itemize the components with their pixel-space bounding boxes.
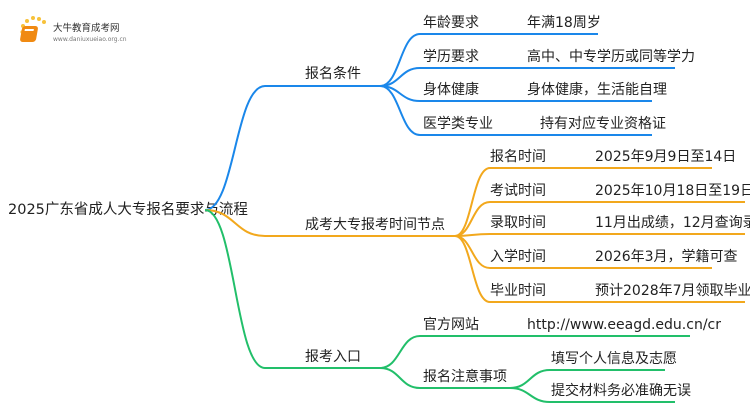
node-value: 身体健康，生活能自理 (527, 81, 667, 98)
node-value: 年满18周岁 (527, 15, 601, 31)
node-value: 提交材料务必准确无误 (551, 382, 691, 399)
book-icon (20, 16, 46, 42)
node-value[interactable]: http://www.eeagd.edu.cn/cr (527, 317, 721, 333)
watermark-url: www.daniuxueiao.org.cn (53, 36, 127, 43)
node-label: 毕业时间 (490, 283, 546, 299)
node-value: 高中、中专学历或同等学力 (527, 48, 695, 65)
branch-label: 报名条件 (305, 65, 361, 82)
node-label: 录取时间 (490, 215, 546, 231)
node-label: 报名注意事项 (423, 368, 507, 385)
node-label: 报名时间 (490, 149, 546, 165)
node-label: 身体健康 (423, 81, 479, 98)
node-label: 官方网站 (423, 317, 479, 333)
watermark-title: 大牛教育成考网 (53, 22, 120, 34)
watermark-logo: 大牛教育成考网 www.daniuxueiao.org.cn (20, 16, 127, 43)
root-topic: 2025广东省成人大专报名要求与流程 (8, 201, 248, 218)
node-value: 11月出成绩，12月查询录取 (595, 215, 750, 231)
node-value: 2025年9月9日至14日 (595, 149, 736, 165)
branch-label: 成考大专报考时间节点 (305, 217, 445, 233)
node-value: 2025年10月18日至19日 (595, 183, 750, 199)
node-label: 入学时间 (490, 249, 546, 265)
node-value: 持有对应专业资格证 (540, 115, 666, 132)
node-label: 医学类专业 (423, 116, 493, 132)
node-label: 考试时间 (490, 183, 546, 199)
node-label: 学历要求 (423, 49, 479, 65)
node-value: 预计2028年7月领取毕业证 (595, 283, 750, 299)
node-value: 2026年3月，学籍可查 (595, 248, 738, 265)
branch-label: 报考入口 (305, 349, 361, 365)
node-value: 填写个人信息及志愿 (551, 350, 677, 367)
node-label: 年龄要求 (423, 15, 479, 31)
